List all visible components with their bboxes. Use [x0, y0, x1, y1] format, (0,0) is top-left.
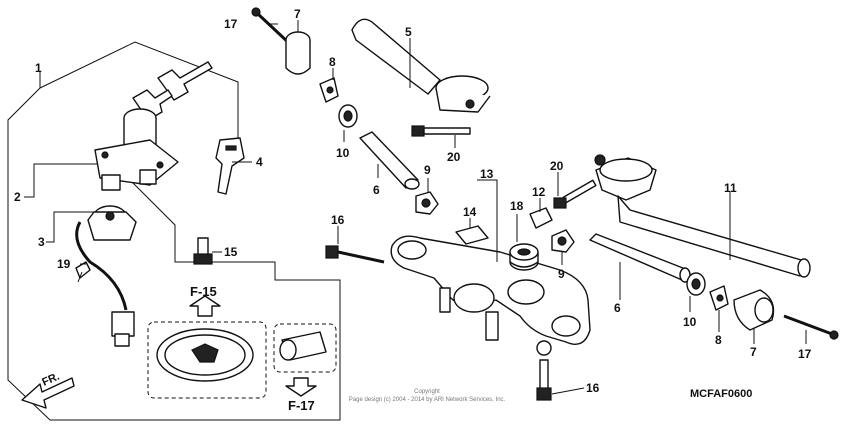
- front-direction-arrow: [21, 377, 75, 409]
- callout-15[interactable]: 15: [224, 245, 238, 259]
- bar-end-weight-7a[interactable]: [285, 31, 311, 75]
- screw-19[interactable]: [75, 261, 91, 283]
- callout-1[interactable]: 1: [35, 61, 42, 75]
- bolt-20a[interactable]: [411, 125, 471, 137]
- clip-8b[interactable]: [709, 285, 729, 311]
- clip-8a[interactable]: [319, 77, 339, 103]
- callout-12[interactable]: 12: [532, 185, 546, 199]
- callout-6a[interactable]: 6: [373, 183, 380, 197]
- callout-13[interactable]: 13: [480, 167, 494, 181]
- bolt-16b[interactable]: [536, 359, 552, 401]
- nut-9a[interactable]: [415, 191, 439, 215]
- rubber-10a[interactable]: [338, 104, 358, 128]
- callout-16b[interactable]: 16: [586, 381, 600, 395]
- collar-6a[interactable]: [359, 131, 420, 190]
- bar-end-screw-17a[interactable]: [251, 7, 292, 46]
- diagram-code: MCFAF0600: [690, 388, 752, 400]
- rubber-10b[interactable]: [686, 272, 706, 296]
- callout-4[interactable]: 4: [256, 155, 263, 169]
- callout-8b[interactable]: 8: [715, 333, 722, 347]
- callout-20b[interactable]: 20: [550, 159, 564, 173]
- right-handlebar-11[interactable]: [594, 154, 811, 278]
- callout-8a[interactable]: 8: [329, 55, 336, 69]
- reference-f17-label[interactable]: F-17: [288, 398, 315, 413]
- callout-7b[interactable]: 7: [750, 345, 757, 359]
- callout-10a[interactable]: 10: [336, 146, 350, 160]
- callout-10b[interactable]: 10: [683, 315, 697, 329]
- callout-9b[interactable]: 9: [558, 267, 565, 281]
- seat-lock-switch[interactable]: [75, 205, 137, 347]
- callout-11[interactable]: 11: [724, 181, 737, 195]
- steering-nut-18[interactable]: [509, 243, 539, 271]
- callout-17a[interactable]: 17: [224, 17, 238, 31]
- callout-2[interactable]: 2: [14, 190, 21, 204]
- copyright-line-1: Copyright: [414, 389, 440, 395]
- bar-end-screw-17b[interactable]: [783, 314, 839, 340]
- callout-7a[interactable]: 7: [294, 7, 301, 21]
- callout-18[interactable]: 18: [510, 199, 524, 213]
- bar-end-weight-7b[interactable]: [733, 289, 775, 331]
- leader-lines: [24, 20, 807, 395]
- plate-14[interactable]: [455, 225, 489, 245]
- bolt-15[interactable]: [193, 237, 213, 265]
- spare-key-icon[interactable]: [215, 137, 245, 195]
- callout-14[interactable]: 14: [463, 205, 477, 219]
- bolt-20b[interactable]: [553, 179, 597, 209]
- reference-f15-label[interactable]: F-15: [190, 284, 217, 299]
- callout-labels: 1 2 3 4 5 6 6 7 7 8 8 9 9 10 10 11 12 13…: [14, 7, 812, 395]
- callout-20a[interactable]: 20: [447, 150, 461, 164]
- callout-3[interactable]: 3: [38, 235, 45, 249]
- left-handlebar-5[interactable]: [351, 18, 491, 113]
- callout-6b[interactable]: 6: [614, 301, 621, 315]
- collar-6b[interactable]: [589, 233, 691, 283]
- ignition-switch[interactable]: [94, 108, 179, 191]
- nut-9b[interactable]: [551, 229, 575, 253]
- callout-17b[interactable]: 17: [798, 347, 812, 361]
- callout-16a[interactable]: 16: [331, 213, 345, 227]
- top-bridge-13[interactable]: [390, 235, 591, 356]
- reference-f15[interactable]: [147, 295, 267, 399]
- bolt-16a[interactable]: [325, 245, 385, 264]
- callout-19[interactable]: 19: [57, 257, 71, 271]
- callout-9a[interactable]: 9: [424, 163, 431, 177]
- ignition-group-boundary: [7, 41, 341, 421]
- reference-f17[interactable]: [273, 323, 337, 397]
- callout-5[interactable]: 5: [405, 25, 412, 39]
- copyright-line-2: Page design (c) 2004 - 2014 by ARI Netwo…: [349, 397, 506, 403]
- cap-12[interactable]: [529, 207, 553, 229]
